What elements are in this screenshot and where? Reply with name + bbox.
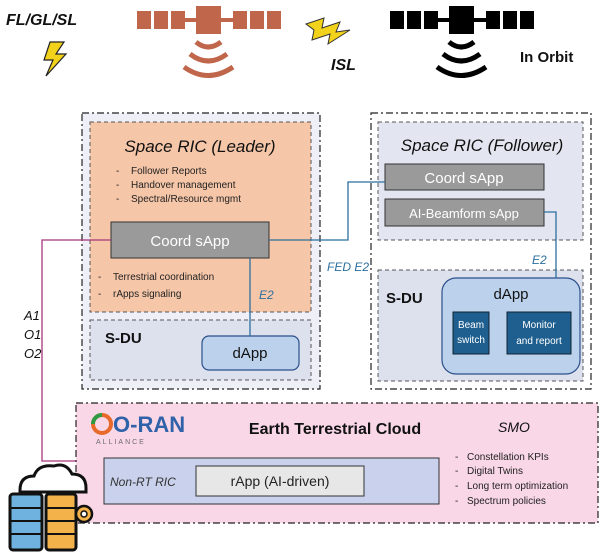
smo-item: Spectrum policies [467, 496, 546, 507]
follower-beamform-sapp-label: AI-Beamform sApp [409, 206, 519, 221]
leader-function-item: Handover management [131, 180, 236, 191]
rapp-label: rApp (AI-driven) [231, 473, 330, 489]
follower-e2-link [544, 211, 557, 278]
isl-lightning-icon [304, 17, 351, 46]
isl-label: ISL [331, 57, 356, 74]
leader-sdu-label: S-DU [105, 330, 142, 347]
satellite-icon-left [137, 6, 281, 78]
beam-switch-box [452, 311, 490, 355]
leader-function-item: - [116, 180, 119, 191]
leader-function-item: Spectral/Resource mgmt [131, 194, 241, 205]
fed-e2-label: FED E2 [327, 260, 369, 274]
leader-e2-label: E2 [259, 288, 274, 302]
earth-cloud-title: Earth Terrestrial Cloud [249, 421, 421, 438]
smo-item: - [455, 496, 458, 507]
non-rt-ric-label: Non-RT RIC [110, 475, 176, 489]
smo-label: SMO [498, 419, 530, 435]
follower-title: Space RIC (Follower) [401, 136, 564, 155]
fed-e2-link [269, 181, 385, 241]
leader-lower-function-item: - [98, 289, 101, 300]
rapp-box [195, 465, 365, 497]
leader-title: Space RIC (Leader) [124, 137, 275, 156]
datacenter-icon [8, 463, 94, 552]
beam-switch-label: switch [457, 335, 485, 346]
follower-e2-label: E2 [532, 253, 547, 267]
leader-coord-sapp-label: Coord sApp [150, 233, 229, 250]
a1-label: A1 [23, 308, 40, 323]
monitor-report-label: Monitor [522, 320, 556, 331]
smo-item: - [455, 466, 458, 477]
follower-coord-sapp-box [384, 163, 545, 191]
smo-item: - [455, 452, 458, 463]
follower-sdu-label: S-DU [386, 290, 423, 307]
follower-coord-sapp-label: Coord sApp [424, 170, 503, 187]
satellite-icon-right [390, 6, 534, 78]
o1-label: O1 [24, 327, 41, 342]
follower-dapp-label: dApp [493, 286, 528, 303]
links-label: FL/GL/SL [6, 12, 77, 29]
smo-item: - [455, 481, 458, 492]
smo-item: Digital Twins [467, 466, 523, 477]
leader-lower-function-item: Terrestrial coordination [113, 272, 214, 283]
o2-label: O2 [24, 346, 42, 361]
follower-beamform-sapp-box [384, 198, 545, 227]
smo-item: Long term optimization [467, 481, 568, 492]
svg-text:ALLIANCE: ALLIANCE [96, 439, 146, 446]
beam-switch-label: Beam [458, 320, 484, 331]
monitor-report-label: and report [516, 336, 562, 347]
lightning-icon [43, 41, 68, 77]
leader-dapp-label: dApp [232, 345, 267, 362]
leader-function-item: - [116, 194, 119, 205]
leader-lower-function-item: rApps signaling [113, 289, 181, 300]
monitor-report-box [506, 311, 572, 355]
smo-item: Constellation KPIs [467, 452, 549, 463]
leader-function-item: Follower Reports [131, 166, 207, 177]
leader-ric-box [89, 121, 312, 313]
svg-text:O-RAN: O-RAN [113, 412, 185, 437]
leader-function-item: - [116, 166, 119, 177]
oran-logo: O-RAN ALLIANCE [91, 412, 185, 446]
leader-lower-function-item: - [98, 272, 101, 283]
in-orbit-label: In Orbit [520, 49, 573, 66]
